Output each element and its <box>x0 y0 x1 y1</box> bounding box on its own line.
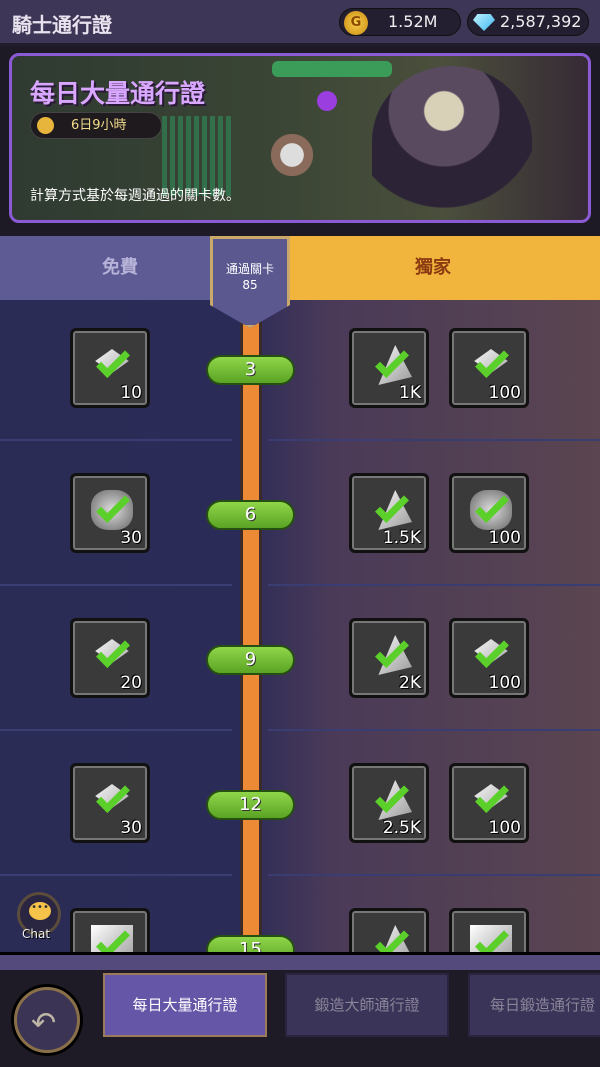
reward-quantity: 30 <box>120 818 142 838</box>
top-bar: 騎士通行證 G 1.52M 2,587,392 <box>0 0 600 46</box>
reward-tile-ticket[interactable] <box>70 908 150 952</box>
row-divider <box>0 874 232 876</box>
reward-tile-ore[interactable]: 30 <box>70 473 150 553</box>
ore-icon <box>91 490 133 530</box>
reward-quantity: 100 <box>488 383 521 403</box>
progress-label: 通過關卡 <box>225 262 274 276</box>
reward-quantity: 30 <box>120 528 142 548</box>
tab-daily-forge-pass[interactable]: 每日鍛造通行證 <box>468 973 600 1037</box>
reward-quantity: 1K <box>399 383 421 403</box>
back-button[interactable]: ↶ <box>14 987 80 1053</box>
gold-amount: 1.52M <box>388 12 438 31</box>
timer-badge: 6日9小時 <box>30 112 162 139</box>
knight-illustration <box>267 134 317 194</box>
page-title: 騎士通行證 <box>12 13 112 37</box>
banner-description: 計算方式基於每週通過的關卡數。 <box>30 188 240 204</box>
free-column-header: 免費 <box>0 236 240 300</box>
tab-daily-mass-pass[interactable]: 每日大量通行證 <box>103 973 267 1037</box>
reward-tile-shard[interactable] <box>349 908 429 952</box>
level-marker: 9 <box>206 645 295 675</box>
reward-tile-scroll[interactable]: 100 <box>449 328 529 408</box>
level-marker: 6 <box>206 500 295 530</box>
reward-tile-shard[interactable]: 1K <box>349 328 429 408</box>
ticket-icon <box>91 925 133 952</box>
row-divider <box>268 729 600 731</box>
reward-quantity: 1.5K <box>382 528 421 548</box>
orb-illustration <box>317 91 337 111</box>
row-divider <box>268 439 600 441</box>
banner-art <box>272 61 392 77</box>
reward-quantity: 2K <box>399 673 421 693</box>
stopwatch-icon <box>37 117 54 134</box>
reward-quantity: 100 <box>488 673 521 693</box>
banner-title: 每日大量通行證 <box>30 79 206 108</box>
gem-amount: 2,587,392 <box>500 12 582 31</box>
row-divider <box>0 439 232 441</box>
reward-quantity: 100 <box>488 528 521 548</box>
pass-banner: 每日大量通行證 6日9小時 計算方式基於每週通過的關卡數。 <box>9 53 591 223</box>
level-marker: 15 <box>206 935 295 952</box>
level-marker: 12 <box>206 790 295 820</box>
exclusive-column-header: 獨家 <box>266 236 600 300</box>
reward-tile-shard[interactable]: 2K <box>349 618 429 698</box>
row-divider <box>0 584 232 586</box>
row-divider <box>0 729 232 731</box>
progress-track <box>240 300 262 952</box>
progress-flag: 通過關卡 85 <box>210 236 290 328</box>
reward-tile-scroll[interactable]: 100 <box>449 763 529 843</box>
reward-quantity: 20 <box>120 673 142 693</box>
reward-track-list[interactable]: 免費 獨家 10 1K 100 3 30 1.5K 100 6 20 2K 100 9 30 2.5K 10… <box>0 236 600 952</box>
boss-illustration <box>372 66 532 216</box>
bottom-divider <box>0 955 600 970</box>
timer-text: 6日9小時 <box>71 118 127 133</box>
reward-tile-shard[interactable]: 2.5K <box>349 763 429 843</box>
reward-tile-ticket[interactable] <box>449 908 529 952</box>
chat-label: Chat <box>22 927 51 941</box>
chat-bubble-icon: ••• <box>29 902 51 920</box>
gold-counter[interactable]: G 1.52M <box>339 8 461 36</box>
reward-quantity: 100 <box>488 818 521 838</box>
banner-art <box>162 116 232 196</box>
reward-tile-scroll[interactable]: 100 <box>449 618 529 698</box>
progress-value: 85 <box>242 278 258 292</box>
reward-tile-scroll[interactable]: 10 <box>70 328 150 408</box>
reward-tile-shard[interactable]: 1.5K <box>349 473 429 553</box>
reward-tile-ore[interactable]: 100 <box>449 473 529 553</box>
reward-quantity: 10 <box>120 383 142 403</box>
gold-coin-icon: G <box>344 11 368 35</box>
bottom-bar: ↶ 每日大量通行證 鍛造大師通行證 每日鍛造通行證 <box>0 952 600 1067</box>
back-arrow-icon: ↶ <box>31 1006 57 1041</box>
level-marker: 3 <box>206 355 295 385</box>
tab-forge-master-pass[interactable]: 鍛造大師通行證 <box>285 973 449 1037</box>
row-divider <box>268 584 600 586</box>
gem-icon <box>473 14 495 31</box>
reward-tile-scroll[interactable]: 30 <box>70 763 150 843</box>
reward-tile-scroll[interactable]: 20 <box>70 618 150 698</box>
reward-quantity: 2.5K <box>382 818 421 838</box>
ore-icon <box>470 490 512 530</box>
chat-button[interactable]: ••• Chat <box>17 892 61 941</box>
gem-counter[interactable]: 2,587,392 <box>467 8 589 36</box>
ticket-icon <box>470 925 512 952</box>
row-divider <box>268 874 600 876</box>
